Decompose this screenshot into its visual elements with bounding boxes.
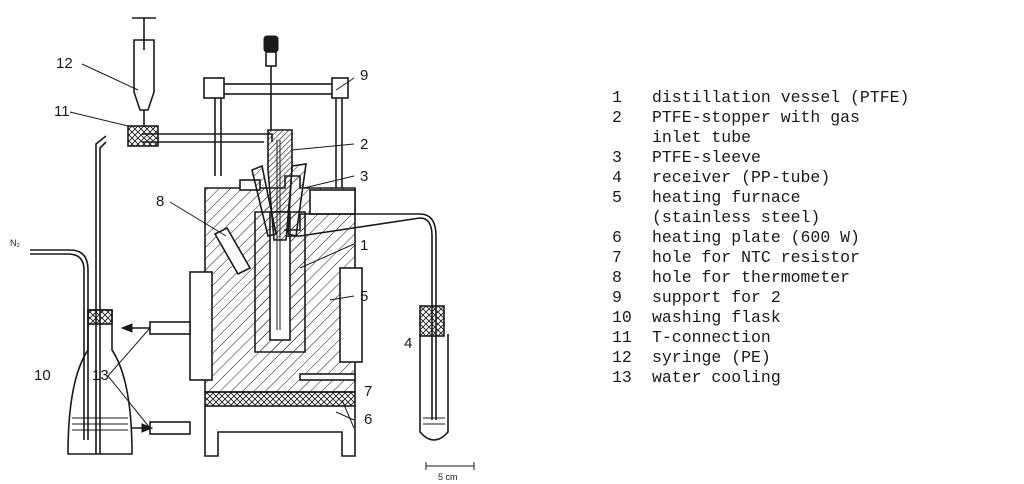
legend-number: 9 <box>612 288 622 307</box>
legend-number: 13 <box>612 368 632 387</box>
legend-description: hole for NTC resistor <box>652 248 860 267</box>
legend-item: inlet tube <box>612 128 1012 148</box>
legend-item: 6 heating plate (600 W) <box>612 228 1012 248</box>
gas-inlet-tube <box>95 133 273 454</box>
legend-number: 5 <box>612 188 622 207</box>
callout-12: 12 <box>56 55 73 72</box>
legend-item: 11 T-connection <box>612 328 1012 348</box>
callout-labels: 1 2 3 4 5 6 7 8 9 10 11 12 13 N₂ <box>10 55 412 428</box>
legend-item: 12 syringe (PE) <box>612 348 1012 368</box>
legend-item: 13 water cooling <box>612 368 1012 388</box>
leader-lines <box>69 63 355 429</box>
legend-number: 4 <box>612 168 622 187</box>
callout-7: 7 <box>364 383 372 400</box>
apparatus-diagram: 1 2 3 4 5 6 7 8 9 10 11 12 13 N₂ 5 cm <box>10 17 475 482</box>
gas-label: N₂ <box>10 238 20 248</box>
callout-5: 5 <box>360 288 368 305</box>
callout-8: 8 <box>156 193 164 210</box>
legend-number: 12 <box>612 348 632 367</box>
legend-number <box>612 208 636 228</box>
syringe <box>132 17 156 126</box>
legend-description: water cooling <box>652 368 781 387</box>
callout-6: 6 <box>364 411 372 428</box>
scale-bar: 5 cm <box>425 462 475 482</box>
legend-description: heating plate (600 W) <box>652 228 860 247</box>
callout-13a: 13 <box>92 367 109 384</box>
legend-number: 3 <box>612 148 622 167</box>
legend-description: distillation vessel (PTFE) <box>652 88 910 107</box>
washing-flask <box>30 249 133 455</box>
legend-list: 1 distillation vessel (PTFE) 2 PTFE-stopper… <box>612 88 1012 388</box>
callout-4: 4 <box>404 335 412 352</box>
legend-item: 9 support for 2 <box>612 288 1012 308</box>
legend-item: 2 PTFE-stopper with gas <box>612 108 1012 128</box>
legend-item: 1 distillation vessel (PTFE) <box>612 88 1012 108</box>
legend-number: 8 <box>612 268 622 287</box>
ptfe-stopper <box>267 129 293 330</box>
furnace-stand <box>204 406 356 457</box>
legend-item: 8 hole for thermometer <box>612 268 1012 288</box>
legend-description: hole for thermometer <box>652 268 851 287</box>
thermometer-hole <box>213 226 252 276</box>
legend-description: PTFE-stopper with gas <box>652 108 860 127</box>
legend-description: washing flask <box>652 308 781 327</box>
legend-description: (stainless steel) <box>652 208 821 227</box>
callout-9: 9 <box>360 67 368 84</box>
legend-number: 2 <box>612 108 622 127</box>
legend-item: (stainless steel) <box>612 208 1012 228</box>
legend-description: inlet tube <box>652 128 752 147</box>
water-cooling-connectors <box>120 321 191 435</box>
legend-description: heating furnace <box>652 188 801 207</box>
callout-1: 1 <box>360 237 368 254</box>
scale-label: 5 cm <box>438 472 458 482</box>
t-connection <box>127 125 159 147</box>
legend-description: T-connection <box>652 328 771 347</box>
legend-description: receiver (PP-tube) <box>652 168 831 187</box>
legend-item: 7 hole for NTC resistor <box>612 248 1012 268</box>
outlet-tube <box>284 213 437 420</box>
legend-item: 4 receiver (PP-tube) <box>612 168 1012 188</box>
legend-number: 7 <box>612 248 622 267</box>
legend-number <box>612 128 636 148</box>
legend-number: 11 <box>612 328 632 347</box>
ntc-resistor-hole <box>299 373 356 381</box>
legend-description: support for 2 <box>652 288 781 307</box>
legend-description: PTFE-sleeve <box>652 148 761 167</box>
callout-10: 10 <box>34 367 51 384</box>
receiver-tube <box>419 305 449 441</box>
legend-description: syringe (PE) <box>652 348 771 367</box>
legend-number: 10 <box>612 308 632 327</box>
heating-plate <box>204 391 356 407</box>
legend-item: 10 washing flask <box>612 308 1012 328</box>
legend-number: 1 <box>612 88 622 107</box>
callout-3: 3 <box>360 168 368 185</box>
legend-number: 6 <box>612 228 622 247</box>
legend-item: 3 PTFE-sleeve <box>612 148 1012 168</box>
support-frame <box>203 35 349 188</box>
legend-item: 5 heating furnace <box>612 188 1012 208</box>
callout-11: 11 <box>54 103 70 120</box>
callout-2: 2 <box>360 136 368 153</box>
